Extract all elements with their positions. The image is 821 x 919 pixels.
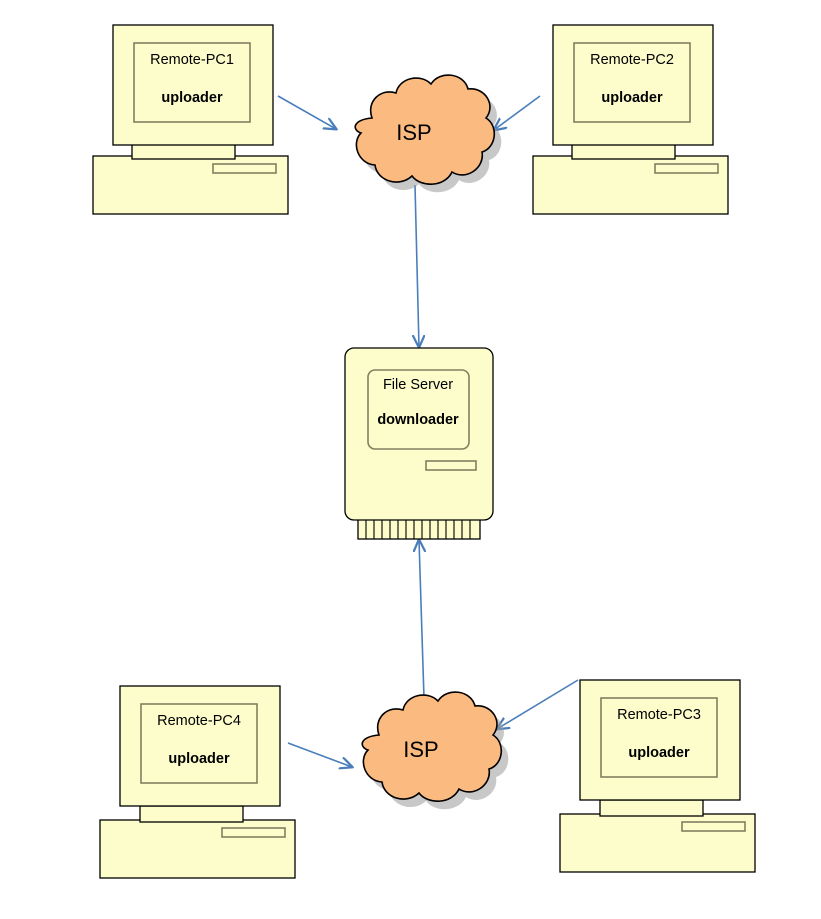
pc1-screen <box>133 42 251 123</box>
isp-bottom-cloud-shape <box>361 691 502 802</box>
file-server-comb-legs-icon <box>357 517 481 540</box>
pc2-role: uploader <box>601 90 663 106</box>
node-remote-pc4[interactable]: Remote-PC4 uploader <box>99 685 296 879</box>
node-remote-pc3[interactable]: Remote-PC3 uploader <box>559 679 756 873</box>
pc4-title: Remote-PC4 <box>157 713 241 729</box>
link-pc4-to-isp-bottom <box>287 742 352 767</box>
pc2-title: Remote-PC2 <box>590 52 674 68</box>
pc4-neck <box>139 805 244 823</box>
link-pc2-to-isp-top <box>494 95 541 130</box>
link-isp-top-to-file-server <box>415 184 419 347</box>
pc4-drive-slot-icon <box>221 827 286 838</box>
isp-bottom-label: ISP <box>403 737 438 762</box>
pc1-drive-slot-icon <box>212 163 277 174</box>
isp-top-label: ISP <box>396 120 431 145</box>
file-server-screen <box>367 369 470 450</box>
node-remote-pc1[interactable]: Remote-PC1 uploader <box>92 24 289 215</box>
pc3-title: Remote-PC3 <box>617 707 701 723</box>
pc4-screen <box>140 703 258 784</box>
pc1-role: uploader <box>161 90 223 106</box>
file-server-title: File Server <box>383 377 453 393</box>
pc3-screen <box>600 697 718 778</box>
pc3-drive-slot-icon <box>681 821 746 832</box>
pc4-role: uploader <box>168 751 230 767</box>
link-pc3-to-isp-bottom <box>497 679 579 729</box>
isp-top-cloud-shape <box>354 74 495 185</box>
node-remote-pc2[interactable]: Remote-PC2 uploader <box>532 24 729 215</box>
node-file-server[interactable]: File Server downloader <box>344 347 494 540</box>
pc2-screen <box>573 42 691 123</box>
pc2-drive-slot-icon <box>654 163 719 174</box>
link-pc1-to-isp-top <box>277 95 336 129</box>
file-server-drive-slot-icon <box>425 460 477 471</box>
file-server-role: downloader <box>377 412 459 428</box>
node-isp-top[interactable]: ISP <box>354 74 502 193</box>
pc3-role: uploader <box>628 745 690 761</box>
pc1-title: Remote-PC1 <box>150 52 234 68</box>
pc3-neck <box>599 799 704 817</box>
node-isp-bottom[interactable]: ISP <box>361 691 509 810</box>
